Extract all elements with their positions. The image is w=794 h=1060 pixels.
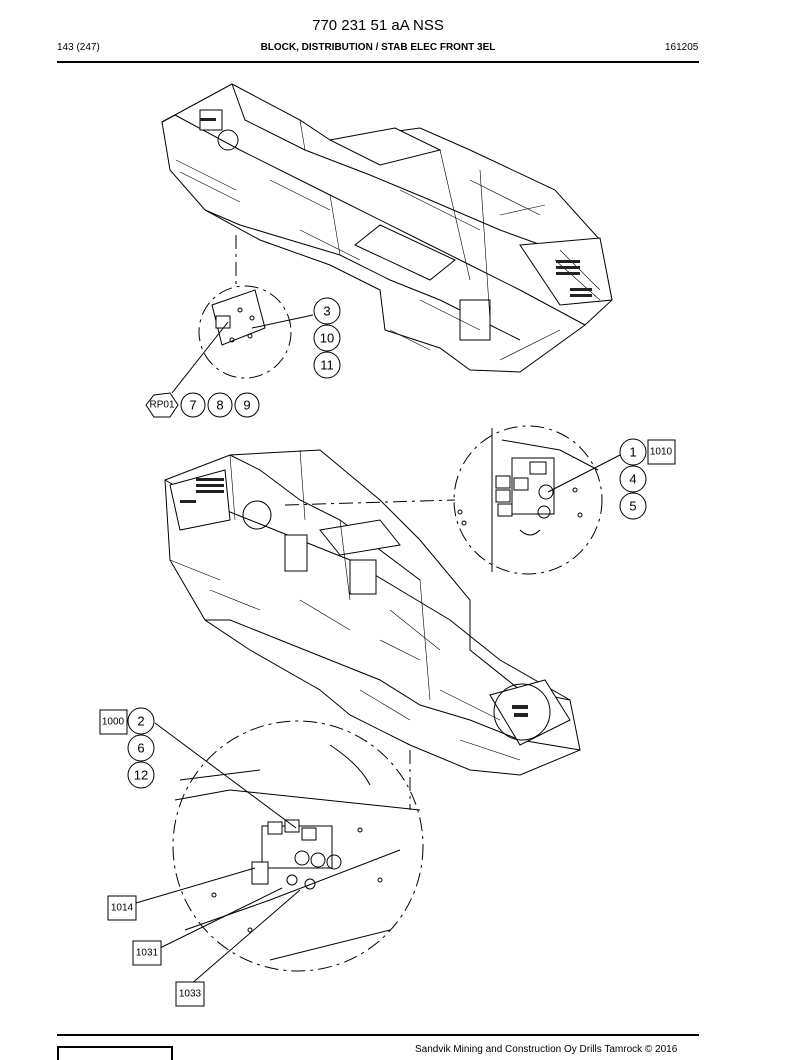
callout-1: 1: [619, 438, 647, 466]
detail-view-valve-block-lower: [172, 720, 424, 972]
machine-frame-rear-view: [164, 449, 581, 776]
machine-frame-top-view: [161, 83, 613, 373]
page-count: 143 (247): [57, 42, 100, 53]
detail-view-bracket: [198, 285, 292, 379]
svg-text:5: 5: [629, 499, 636, 514]
callout-10: 10: [313, 324, 341, 352]
svg-text:1033: 1033: [179, 989, 202, 1000]
callout-12: 12: [127, 761, 155, 789]
svg-text:1: 1: [629, 445, 636, 460]
callout-4: 4: [619, 465, 647, 493]
callout-1014: 1014: [107, 895, 137, 921]
page-title: BLOCK, DISTRIBUTION / STAB ELEC FRONT 3E…: [260, 42, 496, 53]
callout-8: 8: [207, 392, 233, 418]
header-rule: [57, 61, 699, 63]
callout-1033: 1033: [175, 981, 205, 1007]
svg-text:1014: 1014: [111, 903, 134, 914]
leader-lines: [135, 314, 621, 986]
callout-1000: 1000: [99, 709, 128, 735]
svg-text:10: 10: [320, 331, 334, 346]
svg-text:4: 4: [629, 472, 636, 487]
svg-text:1010: 1010: [650, 447, 673, 458]
callout-7: 7: [180, 392, 206, 418]
copyright-text: Sandvik Mining and Construction Oy Drill…: [415, 1044, 678, 1055]
svg-text:12: 12: [134, 768, 148, 783]
detail-link-line-right: [284, 499, 456, 506]
callout-2: 2: [127, 707, 155, 735]
callout-3: 3: [313, 297, 341, 325]
document-number: 770 231 51 aA NSS: [312, 17, 444, 34]
svg-text:7: 7: [189, 398, 196, 413]
callout-5: 5: [619, 492, 647, 520]
callout-1010: 1010: [647, 439, 676, 465]
footer-rule: [57, 1034, 699, 1036]
detail-view-valve-block-right: [453, 425, 603, 575]
svg-text:RP01: RP01: [149, 400, 174, 411]
callout-9: 9: [234, 392, 260, 418]
svg-text:1000: 1000: [102, 717, 125, 728]
callout-1031: 1031: [132, 940, 162, 966]
svg-text:1031: 1031: [136, 948, 159, 959]
svg-text:8: 8: [216, 398, 223, 413]
svg-text:9: 9: [243, 398, 250, 413]
svg-text:3: 3: [323, 304, 330, 319]
document-date: 161205: [665, 42, 699, 53]
callout-rp01: RP01: [145, 392, 179, 418]
sandvik-logo: [57, 1046, 173, 1060]
svg-text:6: 6: [137, 741, 144, 756]
svg-text:2: 2: [137, 714, 144, 729]
svg-text:11: 11: [320, 358, 334, 373]
callout-11: 11: [313, 351, 341, 379]
callout-6: 6: [127, 734, 155, 762]
